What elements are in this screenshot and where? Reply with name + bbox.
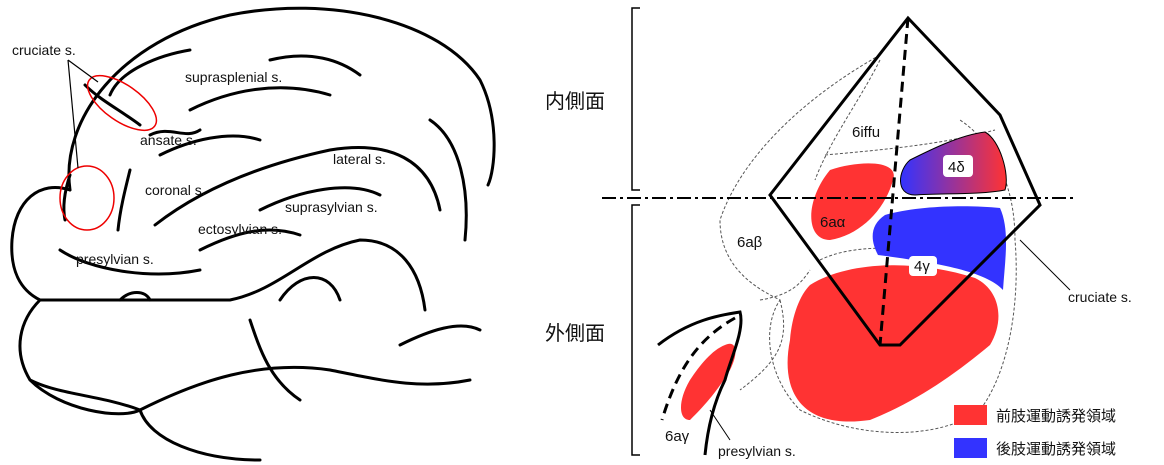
area-6a-gamma xyxy=(681,343,736,420)
label-lateral: lateral s. xyxy=(333,151,386,167)
legend-label-hindlimb: 後肢運動誘発領域 xyxy=(996,440,1116,458)
area-4-gamma-forelimb xyxy=(787,265,999,422)
label-presylvian: presylvian s. xyxy=(76,251,154,267)
area-6a-alpha xyxy=(811,163,894,240)
label-ansate: ansate s. xyxy=(140,132,197,148)
brain-lateral-view: cruciate s. suprasplenial s. ansate s. l… xyxy=(10,6,496,462)
motor-area-map: 内側面 外側面 6iffu 4δ 6aα 6aβ 4γ 6aγ cruciate… xyxy=(545,7,1132,459)
arrow xyxy=(67,59,99,83)
midline-dashed xyxy=(878,17,910,346)
label-cruciate: cruciate s. xyxy=(12,42,76,58)
legend-swatch-forelimb xyxy=(954,405,987,425)
label-suprasylvian: suprasylvian s. xyxy=(285,199,378,215)
arrow xyxy=(67,59,79,169)
label-lateral-surface: 外側面 xyxy=(545,321,605,345)
label-6iffu: 6iffu xyxy=(852,124,880,141)
legend-swatch-hindlimb xyxy=(954,438,987,458)
label-coronal: coronal s. xyxy=(145,182,206,198)
label-suprasplenial: suprasplenial s. xyxy=(185,69,282,85)
brain-outline xyxy=(67,6,496,192)
bracket-medial xyxy=(631,7,640,191)
legend: 前肢運動誘発領域 後肢運動誘発領域 xyxy=(954,405,1116,458)
legend-label-forelimb: 前肢運動誘発領域 xyxy=(996,407,1116,425)
label-6abeta: 6aβ xyxy=(737,234,763,251)
cruciate-highlight-1 xyxy=(86,74,158,132)
label-ectosylvian: ectosylvian s. xyxy=(198,221,282,237)
label-6aalpha: 6aα xyxy=(820,214,846,231)
cruciate-outline xyxy=(768,15,1042,347)
cruciate-highlight-2 xyxy=(59,165,115,231)
label-4delta: 4δ xyxy=(948,159,965,176)
area-4-gamma-hindlimb xyxy=(872,206,1007,290)
bracket-lateral xyxy=(631,204,640,456)
label-cruciate-right: cruciate s. xyxy=(1068,289,1132,305)
label-6agamma: 6aγ xyxy=(665,428,690,445)
presylvian-outline xyxy=(657,310,743,456)
label-medial-surface: 内側面 xyxy=(545,89,605,113)
label-presylvian-right: presylvian s. xyxy=(718,443,796,459)
label-4gamma: 4γ xyxy=(914,258,930,275)
